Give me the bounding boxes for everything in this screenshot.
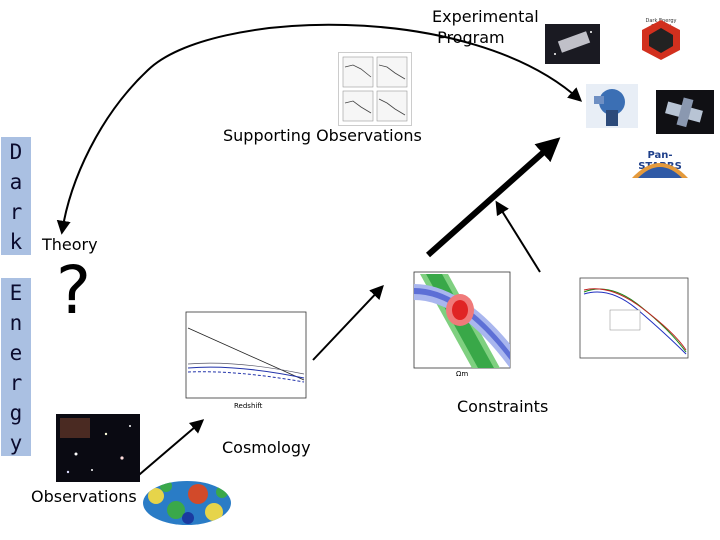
theory-plot-xlabel: Redshift	[234, 402, 263, 410]
question-mark: ?	[56, 252, 92, 329]
side-title-letter: y	[9, 431, 23, 455]
cosmology-label: Cosmology	[222, 438, 311, 457]
constraints-contour-plot: Ωm	[400, 270, 512, 382]
power-spectrum-plot	[570, 272, 692, 368]
side-title-letter: D	[9, 140, 23, 164]
side-title-letter: r	[9, 200, 23, 224]
contour-plot-xlabel: Ωm	[456, 370, 469, 378]
side-title-letter: n	[9, 311, 23, 335]
theory-plot: Redshift	[166, 306, 310, 414]
theory-to-contours-arrow	[312, 284, 384, 361]
telescope-image	[545, 24, 600, 64]
experimental-program-label: Experimental Program	[432, 7, 539, 47]
observations-label: Observations	[31, 487, 137, 506]
observatory-image	[586, 84, 638, 128]
side-title-letter: E	[9, 281, 23, 305]
constraints-label: Constraints	[457, 397, 549, 416]
theory-label: Theory	[42, 235, 98, 254]
cmb-map-image	[142, 480, 232, 526]
curved-arrow	[56, 23, 583, 235]
side-title-letter: g	[9, 401, 23, 425]
side-title-letter: a	[9, 170, 23, 194]
supporting-observations-plot	[338, 52, 412, 126]
constraints-arrow	[495, 200, 541, 273]
panstarrs-logo: Pan-STARRS	[630, 150, 690, 200]
thick-arrow	[426, 137, 561, 258]
galaxy-field-image	[56, 414, 140, 482]
side-title-letter: k	[9, 230, 23, 254]
observations-to-cosmology-arrow	[132, 419, 205, 481]
supporting-observations-label: Supporting Observations	[223, 126, 422, 145]
side-title-letter: e	[9, 341, 23, 365]
side-title-letter: r	[9, 371, 23, 395]
satellite-image	[656, 90, 714, 134]
